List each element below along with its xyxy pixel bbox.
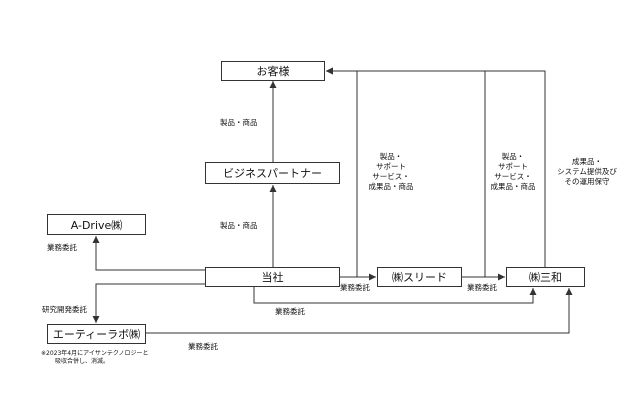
label-line: その運用保守: [564, 177, 610, 186]
footnote: ※2023年4月にアイサンテクノロジーと 吸収合併し、消滅。: [41, 350, 148, 366]
label-sleed-to-sanwa: 業務委託: [467, 283, 497, 292]
node-customer: お客様: [221, 61, 325, 81]
label-line: サポート: [498, 162, 528, 171]
node-business-partner: ビジネスパートナー: [205, 162, 340, 184]
footnote-line: ※2023年4月にアイサンテクノロジーと: [41, 350, 149, 357]
node-sanwa: ㈱三和: [506, 267, 585, 287]
label-sanwa-to-customer: 成果品・ システム提供及び その運用保守: [554, 157, 620, 187]
node-business-partner-label: ビジネスパートナー: [223, 167, 322, 180]
label-company-to-sleed: 業務委託: [340, 283, 370, 292]
label-line: 成果品・商品: [490, 182, 536, 191]
arrow-etylabo-to-sanwa: [146, 288, 573, 334]
node-adrive: A-Drive㈱: [47, 214, 146, 235]
label-line: システム提供及び: [557, 167, 617, 176]
label-company-to-customer: 製品・ サポート サービス・ 成果品・商品: [361, 152, 421, 192]
label-company-to-adrive: 業務委託: [47, 243, 77, 252]
node-etylabo-label: エーティーラボ㈱: [52, 328, 141, 341]
node-sanwa-label: ㈱三和: [529, 271, 562, 284]
node-company-label: 当社: [261, 271, 284, 284]
label-line: サービス・: [372, 172, 410, 181]
node-company: 当社: [205, 267, 340, 287]
arrow-company-to-etylabo: [92, 283, 205, 323]
node-customer-label: お客様: [256, 65, 290, 78]
label-partner-to-customer: 製品・商品: [220, 118, 258, 127]
label-sleed-to-customer: 製品・ サポート サービス・ 成果品・商品: [483, 152, 543, 192]
label-line: サポート: [376, 162, 406, 171]
node-sleed: ㈱スリード: [377, 267, 462, 287]
label-line: 製品・: [379, 152, 403, 161]
label-line: サービス・: [494, 172, 532, 181]
footnote-line: 吸収合併し、消滅。: [55, 358, 110, 365]
arrow-company-to-sanwa: [253, 287, 537, 304]
label-etylabo-to-sanwa: 業務委託: [188, 342, 218, 351]
node-etylabo: エーティーラボ㈱: [47, 324, 146, 344]
arrow-sanwa-to-customer: [326, 67, 546, 267]
label-line: 成果品・商品: [368, 182, 414, 191]
label-line: 成果品・: [572, 157, 602, 166]
node-sleed-label: ㈱スリード: [392, 271, 447, 284]
label-company-to-sanwa: 業務委託: [275, 307, 305, 316]
node-adrive-label: A-Drive㈱: [70, 218, 123, 232]
label-company-to-etylabo: 研究開発委託: [42, 305, 87, 314]
label-line: 製品・: [501, 152, 525, 161]
arrow-company-to-adrive: [92, 236, 205, 271]
label-company-to-partner: 製品・商品: [220, 221, 258, 230]
